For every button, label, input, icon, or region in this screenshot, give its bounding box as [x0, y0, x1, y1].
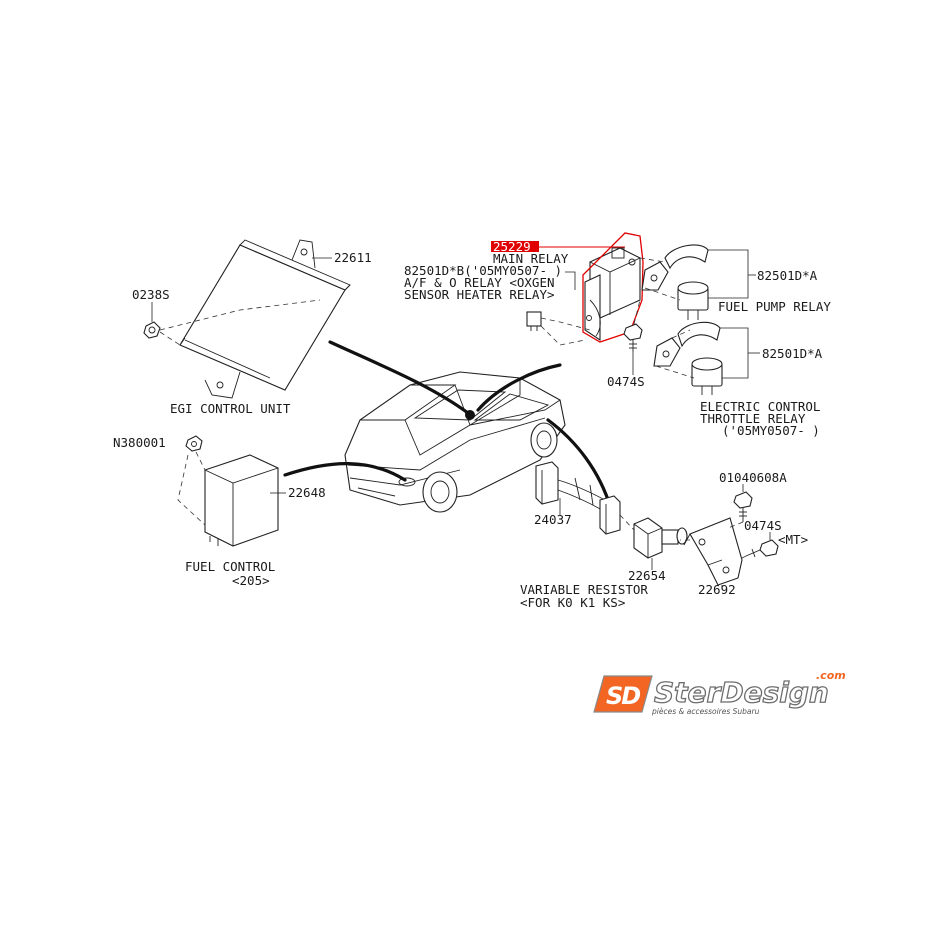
part-name-throttle-relay-line2: THROTTLE RELAY	[700, 411, 806, 426]
sd-logo-mark: SD	[593, 675, 653, 713]
part-number-0238s: 0238S	[132, 287, 170, 302]
part-name-egi-control-unit: EGI CONTROL UNIT	[170, 401, 291, 416]
part-name-main-relay: MAIN RELAY	[493, 251, 569, 266]
af-o2-relay[interactable]	[526, 311, 542, 331]
bolt-0238s[interactable]	[143, 321, 161, 339]
part-name-af-relay-line2: A/F & O RELAY <OXGEN	[404, 275, 555, 290]
part-number-25229: 25229	[493, 239, 531, 254]
throttle-relay-bracket[interactable]	[653, 321, 721, 367]
part-note-variable-resistor: <FOR K0 K1 KS>	[520, 595, 625, 610]
resistor-harness-24037[interactable]	[535, 461, 621, 535]
bracket-22692[interactable]	[683, 517, 743, 586]
part-number-22611: 22611	[334, 250, 372, 265]
bolt-0474s-relay[interactable]	[623, 323, 643, 352]
part-number-82501d-b: 82501D*B('05MY0507- )	[404, 263, 562, 278]
variable-resistor-22654[interactable]	[633, 517, 688, 559]
part-number-82501d-a-throttle: 82501D*A	[762, 346, 823, 361]
bolt-01040608a[interactable]	[733, 491, 753, 522]
nut-n380001[interactable]	[185, 435, 203, 452]
sterdesign-logo[interactable]: SD SterDesign .com pièces & accessoires …	[593, 669, 846, 716]
part-note-205: <205>	[232, 573, 270, 588]
part-number-22654: 22654	[628, 568, 666, 583]
part-number-0474s-mt: 0474S	[744, 518, 782, 533]
throttle-relay[interactable]	[691, 357, 723, 395]
part-note-mt: <MT>	[778, 532, 808, 547]
part-number-22648: 22648	[288, 485, 326, 500]
part-number-n380001: N380001	[113, 435, 166, 450]
part-name-fuel-pump-relay: FUEL PUMP RELAY	[718, 299, 831, 314]
fuel-pump-relay-bracket[interactable]	[641, 244, 709, 291]
main-relay-number-badge[interactable]	[491, 241, 539, 252]
fuel-pump-relay[interactable]	[677, 281, 709, 320]
part-name-throttle-relay-line3: ('05MY0507- )	[722, 423, 820, 438]
part-number-82501d-a-fuel-pump: 82501D*A	[757, 268, 818, 283]
part-number-24037: 24037	[534, 512, 572, 527]
egi-control-unit[interactable]	[179, 239, 351, 399]
part-name-af-relay-line3: SENSOR HEATER RELAY>	[404, 287, 555, 302]
logo-name: SterDesign	[654, 676, 829, 709]
part-number-22692: 22692	[698, 582, 736, 597]
vehicle-illustration	[344, 371, 566, 513]
part-name-throttle-relay-line1: ELECTRIC CONTROL	[700, 399, 820, 414]
part-number-01040608a: 01040608A	[719, 470, 787, 485]
logo-tagline: pièces & accessoires Subaru	[651, 707, 760, 716]
main-relay-highlight	[582, 232, 644, 343]
bolt-0474s-mt[interactable]	[745, 539, 779, 558]
main-relay[interactable]	[584, 247, 641, 342]
part-name-fuel-control: FUEL CONTROL	[185, 559, 275, 574]
logo-tld: .com	[816, 669, 846, 682]
fuel-control-unit[interactable]	[204, 454, 279, 547]
part-number-0474s-relay: 0474S	[607, 374, 645, 389]
part-name-variable-resistor: VARIABLE RESISTOR	[520, 582, 648, 597]
logo-mark-text: SD	[606, 682, 640, 710]
